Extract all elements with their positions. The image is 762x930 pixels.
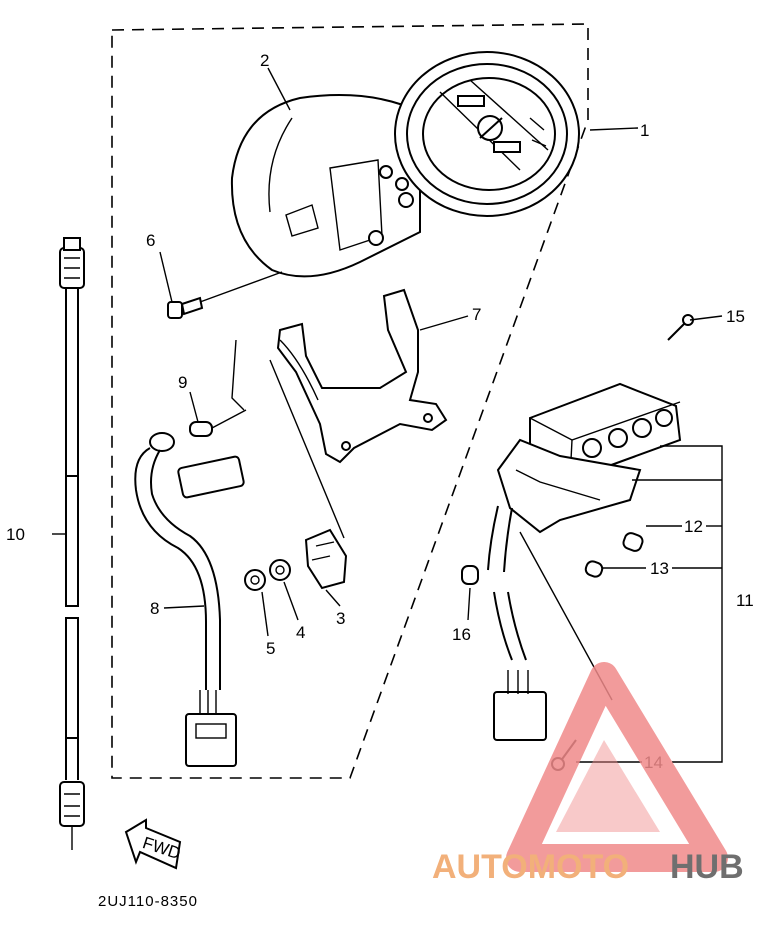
indicator-connector bbox=[493, 691, 547, 741]
watermark-brand-part1: AUTOMOTO bbox=[432, 848, 629, 886]
callout-5: 5 bbox=[266, 639, 275, 658]
washer-part-4 bbox=[269, 559, 291, 581]
bulb-part-13 bbox=[584, 560, 604, 578]
callout-7: 7 bbox=[472, 305, 481, 324]
grommet-part-16 bbox=[461, 565, 479, 585]
screw-part-15 bbox=[667, 314, 694, 341]
grommet-part-3 bbox=[304, 528, 348, 590]
bracket-part-7 bbox=[276, 288, 448, 464]
harness-connector bbox=[185, 713, 237, 767]
speedometer-cable-part-10 bbox=[59, 237, 85, 850]
callout-2: 2 bbox=[260, 51, 269, 70]
nut-part-5 bbox=[244, 569, 266, 591]
bulb-part-9 bbox=[189, 409, 247, 437]
screw-part-6 bbox=[167, 271, 283, 319]
callout-4: 4 bbox=[296, 623, 305, 642]
callout-13: 13 bbox=[650, 559, 669, 578]
callout-10: 10 bbox=[6, 525, 25, 544]
callout-12: 12 bbox=[684, 517, 703, 536]
watermark-logo bbox=[506, 662, 728, 872]
callout-6: 6 bbox=[146, 231, 155, 250]
speedometer-assembly bbox=[230, 51, 580, 278]
callout-3: 3 bbox=[336, 609, 345, 628]
callout-15: 15 bbox=[726, 307, 745, 326]
callout-16: 16 bbox=[452, 625, 471, 644]
watermark-brand-part2: HUB bbox=[670, 848, 744, 886]
forward-direction-arrow: FWD bbox=[124, 818, 183, 870]
callout-8: 8 bbox=[150, 599, 159, 618]
callout-11: 11 bbox=[736, 591, 754, 610]
callout-9: 9 bbox=[178, 373, 187, 392]
callout-1: 1 bbox=[640, 121, 649, 140]
leader-lines bbox=[52, 67, 723, 763]
bulb-part-12 bbox=[622, 532, 644, 552]
meter-housing bbox=[230, 94, 421, 278]
drawing-code: 2UJ110-8350 bbox=[98, 893, 198, 910]
indicator-unit-part-11 bbox=[487, 382, 682, 741]
wiring-harness-part-8 bbox=[134, 432, 245, 767]
assembly-boundary bbox=[111, 23, 589, 779]
